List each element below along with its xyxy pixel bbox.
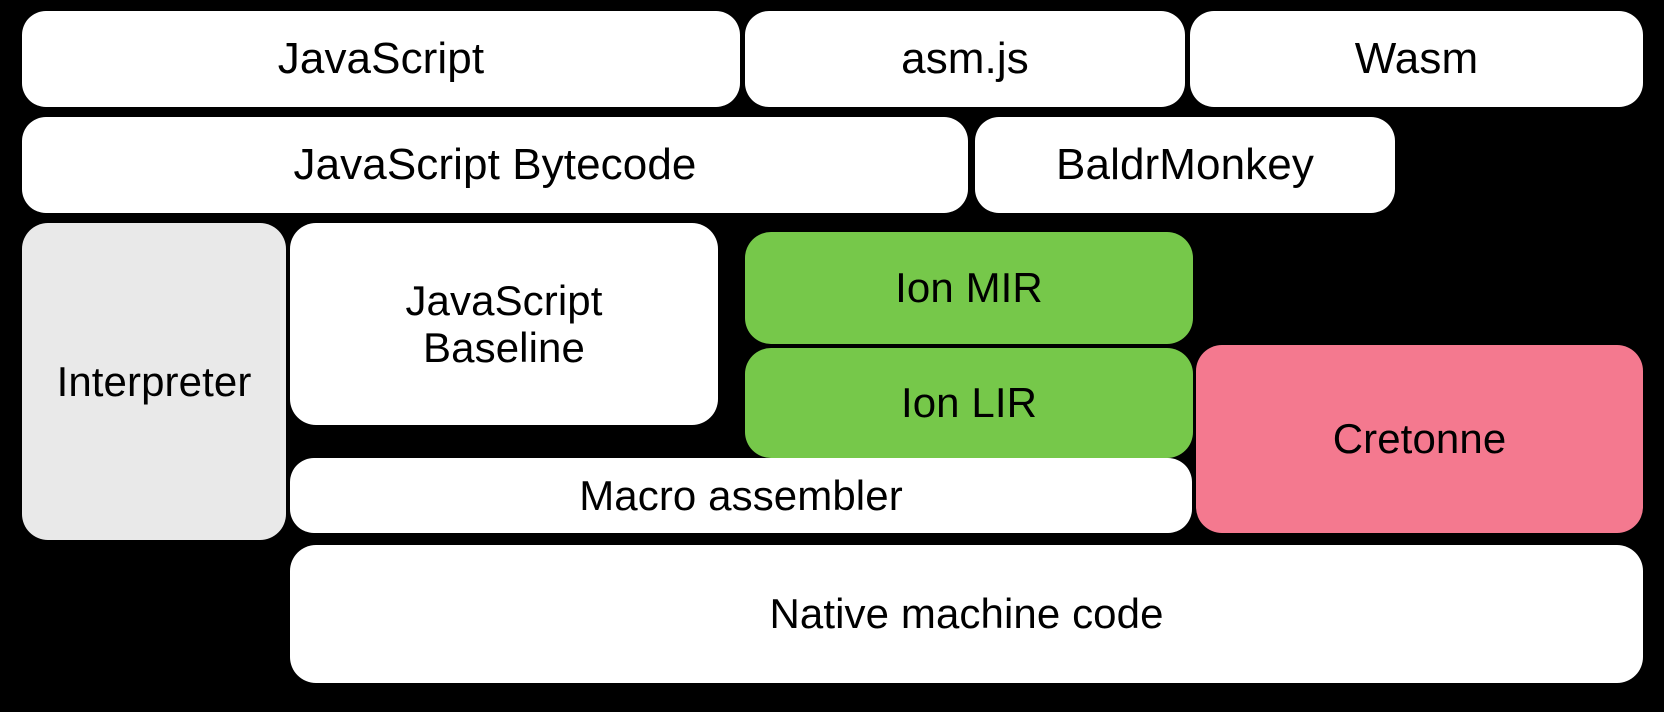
node-javascript-baseline-label-line2: Baseline [423,324,585,371]
node-wasm-label: Wasm [1354,34,1479,84]
node-baldrmonkey: BaldrMonkey [975,117,1395,213]
node-javascript-bytecode-label: JavaScript Bytecode [293,140,697,190]
node-javascript: JavaScript [22,11,740,107]
node-ion-mir-label: Ion MIR [895,264,1043,312]
node-native-machine-code-label: Native machine code [769,590,1164,638]
node-interpreter: Interpreter [22,223,286,540]
node-cretonne: Cretonne [1196,345,1643,533]
node-javascript-bytecode: JavaScript Bytecode [22,117,968,213]
node-javascript-baseline-label: JavaScript Baseline [405,277,602,371]
node-macro-assembler-label: Macro assembler [579,471,903,519]
node-ion-lir-label: Ion LIR [900,379,1038,427]
node-macro-assembler: Macro assembler [290,458,1192,533]
node-asmjs: asm.js [745,11,1185,107]
node-native-machine-code: Native machine code [290,545,1643,683]
node-baldrmonkey-label: BaldrMonkey [1056,140,1314,190]
node-javascript-baseline: JavaScript Baseline [290,223,718,425]
node-ion-mir: Ion MIR [745,232,1193,344]
node-interpreter-label: Interpreter [56,357,252,405]
node-ion-lir: Ion LIR [745,348,1193,458]
node-javascript-label: JavaScript [277,34,485,84]
node-javascript-baseline-label-line1: JavaScript [405,276,603,324]
node-cretonne-label: Cretonne [1332,415,1507,463]
node-asmjs-label: asm.js [901,34,1029,84]
node-wasm: Wasm [1190,11,1643,107]
